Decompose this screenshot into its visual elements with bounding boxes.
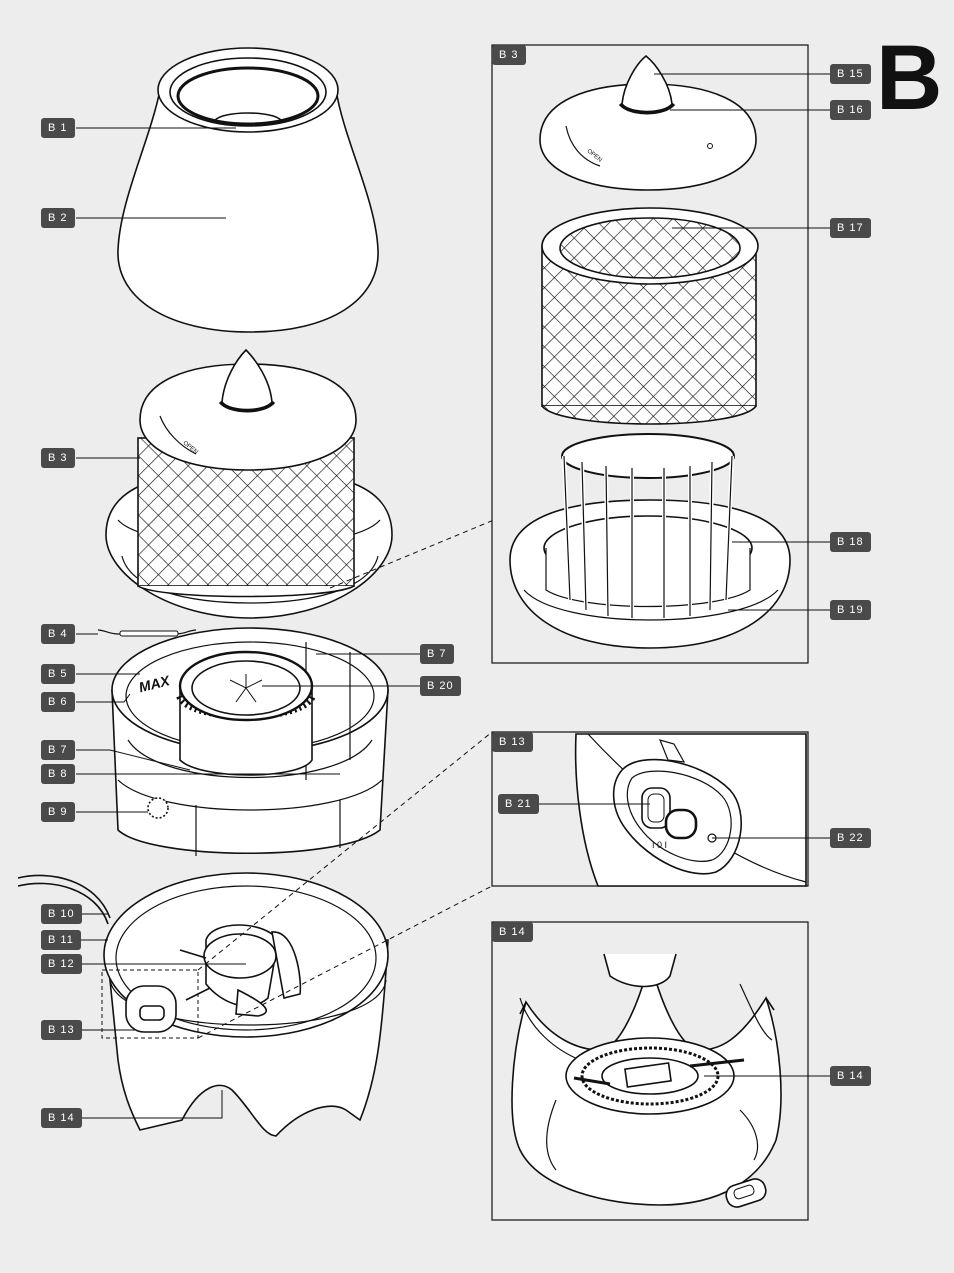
label-b4: B 4 (41, 624, 75, 644)
water-tank (97, 627, 389, 856)
label-b1: B 1 (41, 118, 75, 138)
label-b20: B 20 (420, 676, 461, 696)
detail-label-b13: B 13 (492, 732, 533, 752)
filter-detail (509, 54, 791, 649)
base-detail (511, 953, 782, 1208)
leader-lines-b13 (534, 803, 830, 839)
switch-marking: I 0 I (652, 840, 667, 850)
label-b7-right: B 7 (420, 644, 454, 664)
label-b11: B 11 (41, 930, 81, 950)
label-b14: B 14 (41, 1108, 82, 1128)
label-b17: B 17 (830, 218, 871, 238)
label-b2: B 2 (41, 208, 75, 228)
label-b12: B 12 (41, 954, 82, 974)
max-marking: MAX (137, 672, 173, 695)
label-b10: B 10 (41, 904, 82, 924)
leader-lines-b3 (654, 73, 830, 611)
label-b3: B 3 (41, 448, 75, 468)
switch-detail (574, 733, 807, 887)
top-shell (117, 47, 379, 333)
label-b14-detail: B 14 (830, 1066, 871, 1086)
filter-unit (105, 348, 393, 619)
label-b7-left: B 7 (41, 740, 75, 760)
label-b21: B 21 (498, 794, 539, 814)
label-b8: B 8 (41, 764, 75, 784)
label-b22: B 22 (830, 828, 871, 848)
label-b5: B 5 (41, 664, 75, 684)
connector-lines (197, 489, 567, 1039)
label-b15: B 15 (830, 64, 871, 84)
detail-label-b3: B 3 (492, 45, 526, 65)
detail-label-b14: B 14 (492, 922, 533, 942)
base-unit (17, 872, 389, 1137)
label-b6: B 6 (41, 692, 75, 712)
label-b9: B 9 (41, 802, 75, 822)
label-b13: B 13 (41, 1020, 82, 1040)
label-b19: B 19 (830, 600, 871, 620)
label-b18: B 18 (830, 532, 871, 552)
section-letter: B (876, 27, 943, 129)
label-b16: B 16 (830, 100, 871, 120)
